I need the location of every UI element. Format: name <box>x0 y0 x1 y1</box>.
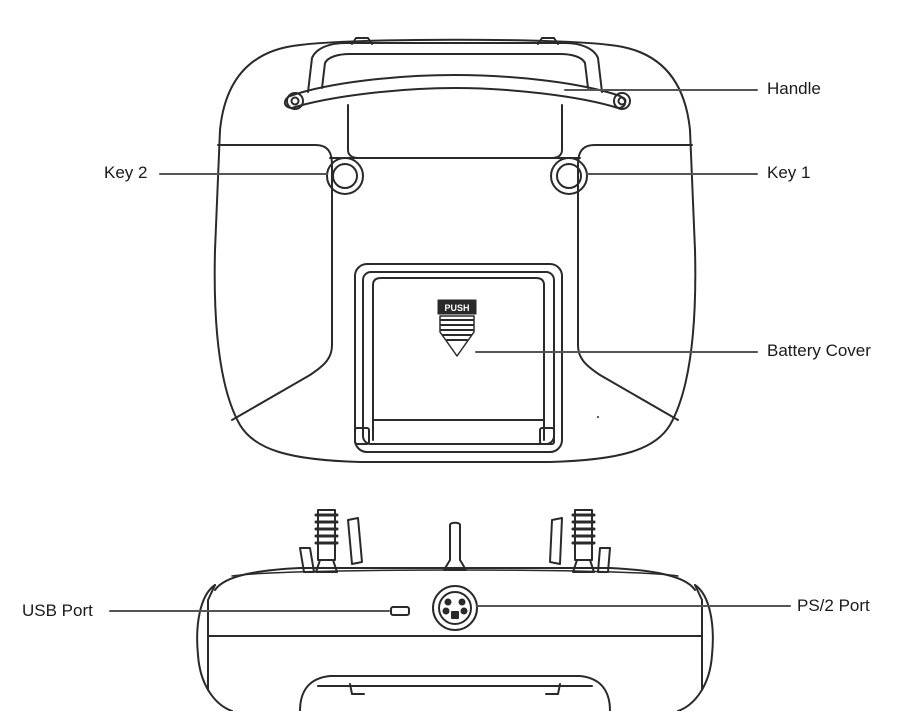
left-grip-panel <box>217 144 333 421</box>
edge-top-shell <box>214 567 696 591</box>
left-switch-inner <box>347 517 363 565</box>
ps2-port <box>432 585 478 631</box>
handle-screw-right <box>613 92 631 110</box>
label-key-1: Key 1 <box>767 163 811 182</box>
label-key-2: Key 2 <box>104 163 148 182</box>
battery-cover <box>354 263 563 453</box>
handle <box>284 37 631 110</box>
left-antenna <box>314 509 339 573</box>
handle-screw-left <box>286 92 304 110</box>
right-switch-inner <box>549 517 563 565</box>
edge-body-outline <box>196 584 714 711</box>
controller-edge-view <box>196 509 714 711</box>
key-2 <box>326 157 364 195</box>
key-1 <box>550 157 588 195</box>
controller-body-outline <box>213 38 697 463</box>
push-label: PUSH <box>444 303 469 313</box>
upper-recess <box>347 104 563 159</box>
usb-port <box>390 606 410 616</box>
push-marker-icon: PUSH <box>437 299 477 357</box>
leader-lines <box>109 89 791 612</box>
controller-back-view: PUSH <box>213 37 697 463</box>
label-handle: Handle <box>767 79 821 98</box>
label-usb-port: USB Port <box>22 601 93 620</box>
label-ps2-port: PS/2 Port <box>797 596 870 615</box>
edge-lower-grip <box>299 675 611 711</box>
center-antenna <box>443 521 467 571</box>
right-grip-panel <box>577 144 693 421</box>
right-antenna <box>571 509 596 573</box>
label-battery-cover: Battery Cover <box>767 341 871 360</box>
